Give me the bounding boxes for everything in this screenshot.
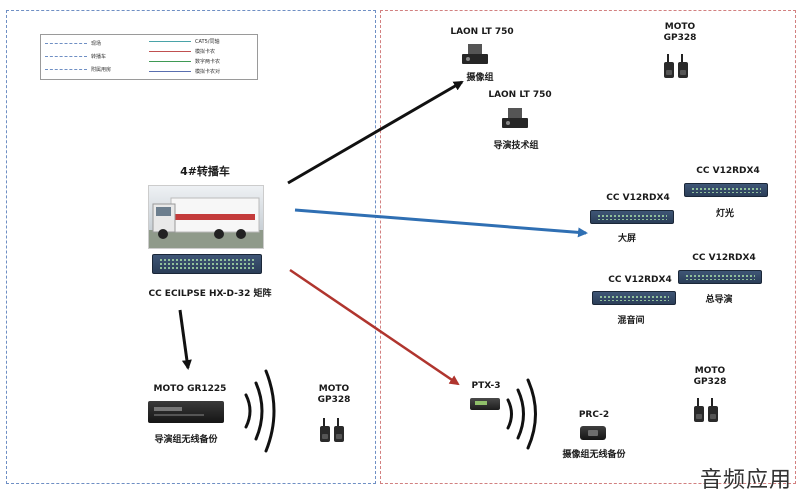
wireless-waves-right [506,378,537,450]
legend-item: CAT5/同轴 [149,37,219,45]
venue-zone-right [380,10,796,484]
legend: 现场 转播车 附属用房 CAT5/同轴 模拟卡农 数字两卡农 模拟卡农对 [40,34,258,80]
handheld-radio-icon [706,398,720,424]
moto-left-handheld-brand: MOTO [318,384,350,394]
laon-2-model: LAON LT 750 [488,90,552,100]
laon-1-model: LAON LT 750 [450,27,514,37]
legend-label: 模拟卡农对 [195,68,221,75]
handheld-radio-icon [662,54,676,80]
legend-label: CAT5/同轴 [195,38,220,45]
moto-left-handheld-model: GP328 [317,395,351,405]
cc-lighting-group: 灯光 [715,209,734,219]
moto-right-top-model: GP328 [663,33,697,43]
handheld-radio-icon [318,418,332,444]
arrow-to-laon [287,80,464,185]
arrow-to-moto-gr1225 [178,309,192,370]
cc-director-model: CC V12RDX4 [692,253,756,263]
cc-mixing-group: 混音间 [617,316,645,326]
cc-screen-panel [590,210,674,224]
prc-model: PRC-2 [578,410,610,420]
legend-item: 转播车 [45,52,106,60]
cc-lighting-panel [684,183,768,197]
arrow-to-cc [294,208,588,238]
laon-2-group: 导演技术组 [493,141,539,151]
legend-label: 附属用房 [91,66,112,73]
moto-right-bottom-brand: MOTO [694,366,726,376]
matrix-label: CC ECILPSE HX-D-32 矩阵 [148,289,272,299]
handheld-radio-icon [332,418,346,444]
matrix-device [152,254,262,274]
moto-gr1225-repeater [148,401,224,423]
cc-mixing-model: CC V12RDX4 [608,275,672,285]
cc-mixing-panel [592,291,676,305]
legend-item: 数字两卡农 [149,57,220,65]
handheld-radio-icon [676,54,690,80]
ob-van-title: 4#转播车 [180,165,230,178]
legend-item: 现场 [45,39,101,47]
legend-label: 数字两卡农 [195,58,221,65]
moto-gr1225-model: MOTO GR1225 [153,384,227,394]
wireless-waves-left [244,369,276,453]
venue-zone-left [6,10,376,484]
prc-group: 摄像组无线备份 [562,450,626,460]
legend-item: 模拟卡农 [149,47,215,55]
legend-item: 模拟卡农对 [149,67,220,75]
legend-label: 模拟卡农 [195,48,216,55]
ptx-device [470,398,500,410]
moto-right-bottom-model: GP328 [693,377,727,387]
legend-label: 现场 [91,40,102,47]
cc-lighting-model: CC V12RDX4 [696,166,760,176]
cc-screen-group: 大屏 [617,234,636,244]
ptx-model: PTX-3 [471,381,501,391]
legend-label: 转播车 [91,53,107,60]
moto-gr1225-group: 导演组无线备份 [154,435,218,445]
prc-device [580,426,606,440]
cc-screen-model: CC V12RDX4 [606,193,670,203]
handheld-radio-icon [692,398,706,424]
laon-1-intercom [460,42,490,66]
watermark: 音频应用 [699,468,792,493]
arrow-to-ptx [289,268,460,386]
cc-director-group: 总导演 [705,295,733,305]
moto-right-top-brand: MOTO [664,22,696,32]
legend-item: 附属用房 [45,65,111,73]
ob-van-image [148,185,264,249]
laon-1-group: 摄像组 [466,73,494,83]
cc-director-panel [678,270,762,284]
laon-2-intercom [500,106,530,130]
